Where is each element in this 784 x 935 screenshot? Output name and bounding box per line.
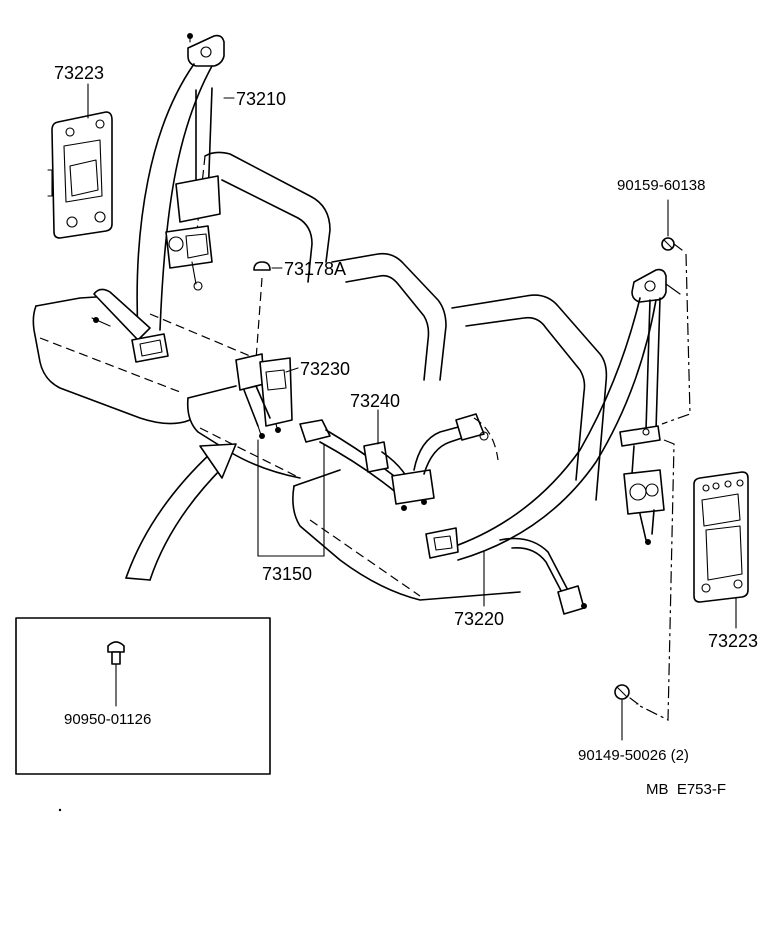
label-90950-01126: 90950-01126 (64, 711, 152, 728)
label-73230: 73230 (300, 359, 351, 379)
buckle-center-73230 (235, 353, 293, 439)
belt-left-73210 (91, 33, 225, 363)
label-73223-right: 73223 (708, 631, 759, 651)
label-73178A: 73178A (284, 259, 347, 279)
retractor-cover-left (47, 111, 113, 239)
label-90149-50026: 90149-50026 (2) (578, 747, 689, 764)
label-73220: 73220 (454, 609, 505, 629)
inset-box (15, 617, 271, 775)
bracket-73150 (257, 439, 325, 557)
belt-right-73220 (425, 268, 681, 615)
label-73150: 73150 (262, 564, 313, 584)
bolt-bottom-right (614, 684, 639, 741)
label-90159-60138: 90159-60138 (617, 177, 706, 194)
cap-73178A (253, 261, 283, 361)
bolt-top-right (661, 199, 683, 251)
label-73223-left: 73223 (54, 63, 105, 83)
dashed-leader-top (661, 253, 691, 425)
leader-73230 (285, 367, 299, 373)
retractor-cover-right (693, 471, 749, 603)
speck (58, 808, 62, 812)
pointer-arrow (125, 443, 237, 581)
label-73210: 73210 (236, 89, 287, 109)
retractor-right (619, 425, 665, 545)
label-73240: 73240 (350, 391, 401, 411)
diagram-code: MB E753-F (646, 781, 727, 798)
seat-right (292, 294, 608, 601)
dashed-leader-bottom (635, 439, 675, 721)
buckle-right-73240 (299, 413, 499, 511)
